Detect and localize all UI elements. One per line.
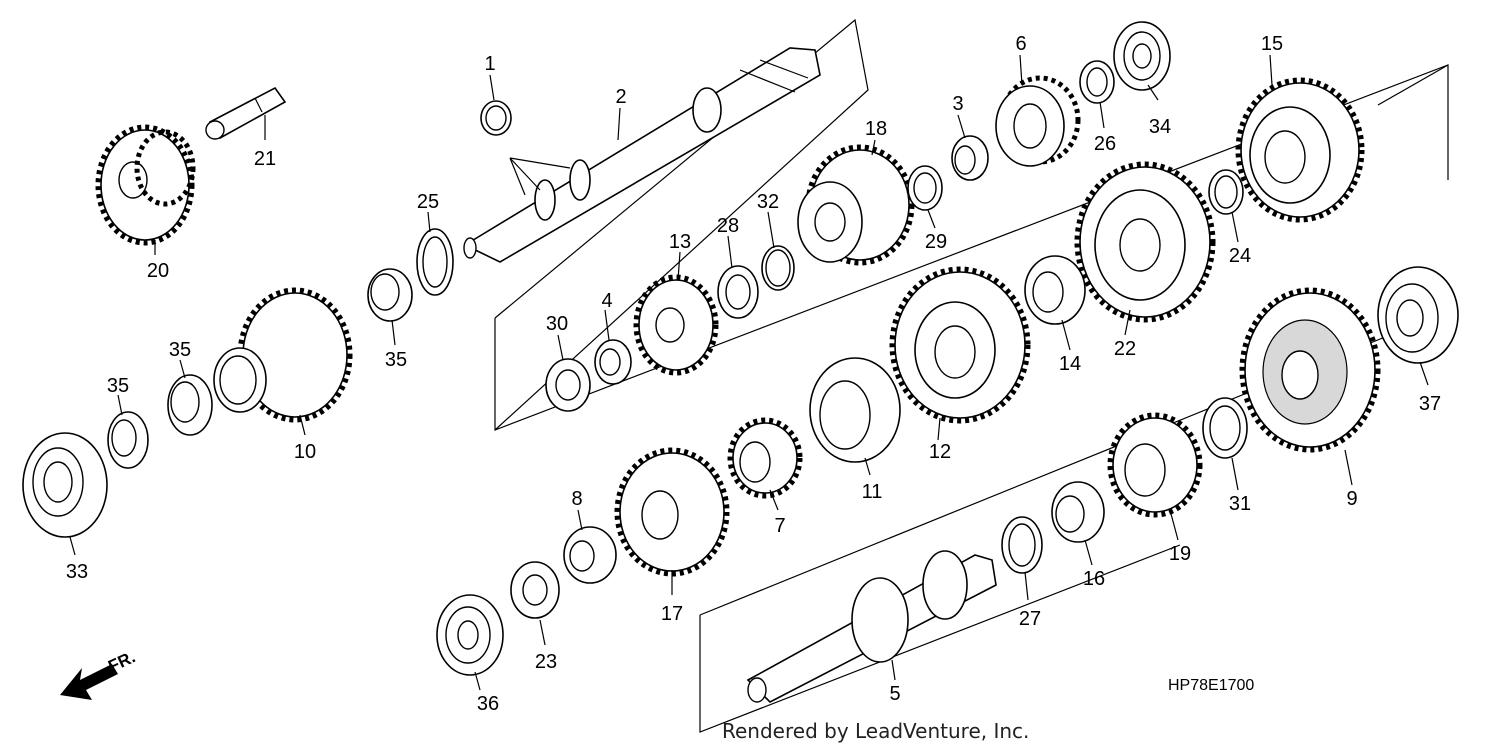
part-2-countershaft[interactable] bbox=[463, 47, 821, 263]
part-36-ball-bearing[interactable] bbox=[436, 594, 504, 676]
label-35-c: 35 bbox=[107, 375, 129, 397]
label-11: 11 bbox=[862, 481, 883, 503]
part-11-shifter[interactable] bbox=[809, 357, 901, 463]
label-20: 20 bbox=[147, 260, 169, 282]
part-6-gear[interactable] bbox=[995, 75, 1081, 167]
part-15-gear[interactable] bbox=[1235, 77, 1365, 223]
label-23: 23 bbox=[535, 651, 557, 673]
part-18-gear[interactable] bbox=[797, 144, 915, 266]
label-37: 37 bbox=[1419, 393, 1441, 415]
part-29-washer[interactable] bbox=[907, 165, 943, 211]
label-14: 14 bbox=[1059, 353, 1081, 375]
part-9-gear[interactable] bbox=[1239, 287, 1381, 453]
label-18: 18 bbox=[865, 118, 887, 140]
part-4-bushing[interactable] bbox=[594, 339, 632, 385]
part-5-mainshaft[interactable] bbox=[746, 550, 997, 703]
label-13: 13 bbox=[669, 231, 691, 253]
part-14-collar[interactable] bbox=[1024, 255, 1086, 325]
label-10: 10 bbox=[294, 441, 316, 463]
label-8: 8 bbox=[571, 488, 582, 510]
label-9: 9 bbox=[1346, 488, 1357, 510]
credit-text: Rendered by LeadVenture, Inc. bbox=[722, 719, 1029, 743]
part-7-spline-gear[interactable] bbox=[727, 417, 803, 499]
part-31-ring[interactable] bbox=[1202, 397, 1248, 459]
part-37-ball-bearing[interactable] bbox=[1377, 266, 1459, 364]
label-7: 7 bbox=[774, 515, 785, 537]
part-3-bushing[interactable] bbox=[951, 135, 989, 181]
part-12-gear[interactable] bbox=[889, 266, 1031, 424]
part-28-spline-washer[interactable] bbox=[717, 265, 759, 319]
label-25: 25 bbox=[417, 191, 439, 213]
arrow-left-icon bbox=[60, 664, 118, 700]
part-1-ring-bore bbox=[485, 105, 507, 131]
label-24: 24 bbox=[1229, 245, 1251, 267]
label-16: 16 bbox=[1083, 568, 1105, 590]
part-10-cluster-gear[interactable] bbox=[213, 287, 353, 423]
part-19-gear[interactable] bbox=[1107, 412, 1203, 518]
diagram-code: HP78E1700 bbox=[1168, 677, 1254, 694]
part-17-gear[interactable] bbox=[614, 447, 730, 577]
label-4: 4 bbox=[601, 290, 612, 312]
label-17: 17 bbox=[661, 603, 683, 625]
label-31: 31 bbox=[1229, 493, 1251, 515]
part-8-bushing[interactable] bbox=[563, 526, 617, 584]
label-28: 28 bbox=[717, 215, 739, 237]
part-20-gear[interactable] bbox=[95, 124, 196, 246]
label-21: 21 bbox=[254, 148, 276, 170]
part-26-washer[interactable] bbox=[1079, 60, 1115, 104]
part-22-gear[interactable] bbox=[1074, 161, 1216, 323]
part-number-labels: 1 2 3 4 5 6 7 8 9 10 11 12 13 14 15 16 1… bbox=[66, 33, 1441, 715]
label-34: 34 bbox=[1149, 116, 1171, 138]
label-1: 1 bbox=[484, 53, 495, 75]
part-25-ring-bore bbox=[422, 236, 448, 288]
part-30-washer[interactable] bbox=[545, 358, 591, 412]
label-5: 5 bbox=[889, 683, 900, 705]
leader-lines bbox=[69, 54, 1429, 691]
label-35-a: 35 bbox=[385, 349, 407, 371]
label-19: 19 bbox=[1169, 543, 1191, 565]
label-15: 15 bbox=[1261, 33, 1283, 55]
label-2: 2 bbox=[615, 86, 626, 108]
part-33-ball-bearing[interactable] bbox=[22, 432, 108, 538]
part-24-ring[interactable] bbox=[1208, 169, 1244, 215]
part-35-needle-bearing-a[interactable] bbox=[367, 268, 413, 322]
label-35-b: 35 bbox=[169, 339, 191, 361]
label-3: 3 bbox=[952, 93, 963, 115]
label-6: 6 bbox=[1015, 33, 1026, 55]
part-13-gear[interactable] bbox=[633, 274, 719, 376]
part-35-needle-bearing-b[interactable] bbox=[167, 374, 213, 436]
label-29: 29 bbox=[925, 231, 947, 253]
label-36: 36 bbox=[477, 693, 499, 715]
label-30: 30 bbox=[546, 313, 568, 335]
label-26: 26 bbox=[1094, 133, 1116, 155]
part-16-bushing[interactable] bbox=[1051, 481, 1105, 543]
label-32: 32 bbox=[757, 191, 779, 213]
part-21-pin[interactable] bbox=[205, 86, 287, 140]
label-33: 33 bbox=[66, 561, 88, 583]
label-12: 12 bbox=[929, 441, 951, 463]
part-23-washer[interactable] bbox=[510, 561, 560, 619]
front-direction-arrow: FR. bbox=[60, 647, 138, 700]
label-27: 27 bbox=[1019, 608, 1041, 630]
part-32-circlip[interactable] bbox=[761, 245, 795, 291]
part-34-ball-bearing[interactable] bbox=[1113, 21, 1171, 91]
part-27-ring[interactable] bbox=[1001, 516, 1043, 574]
part-35-needle-bearing-c[interactable] bbox=[107, 411, 149, 469]
label-22: 22 bbox=[1114, 338, 1136, 360]
